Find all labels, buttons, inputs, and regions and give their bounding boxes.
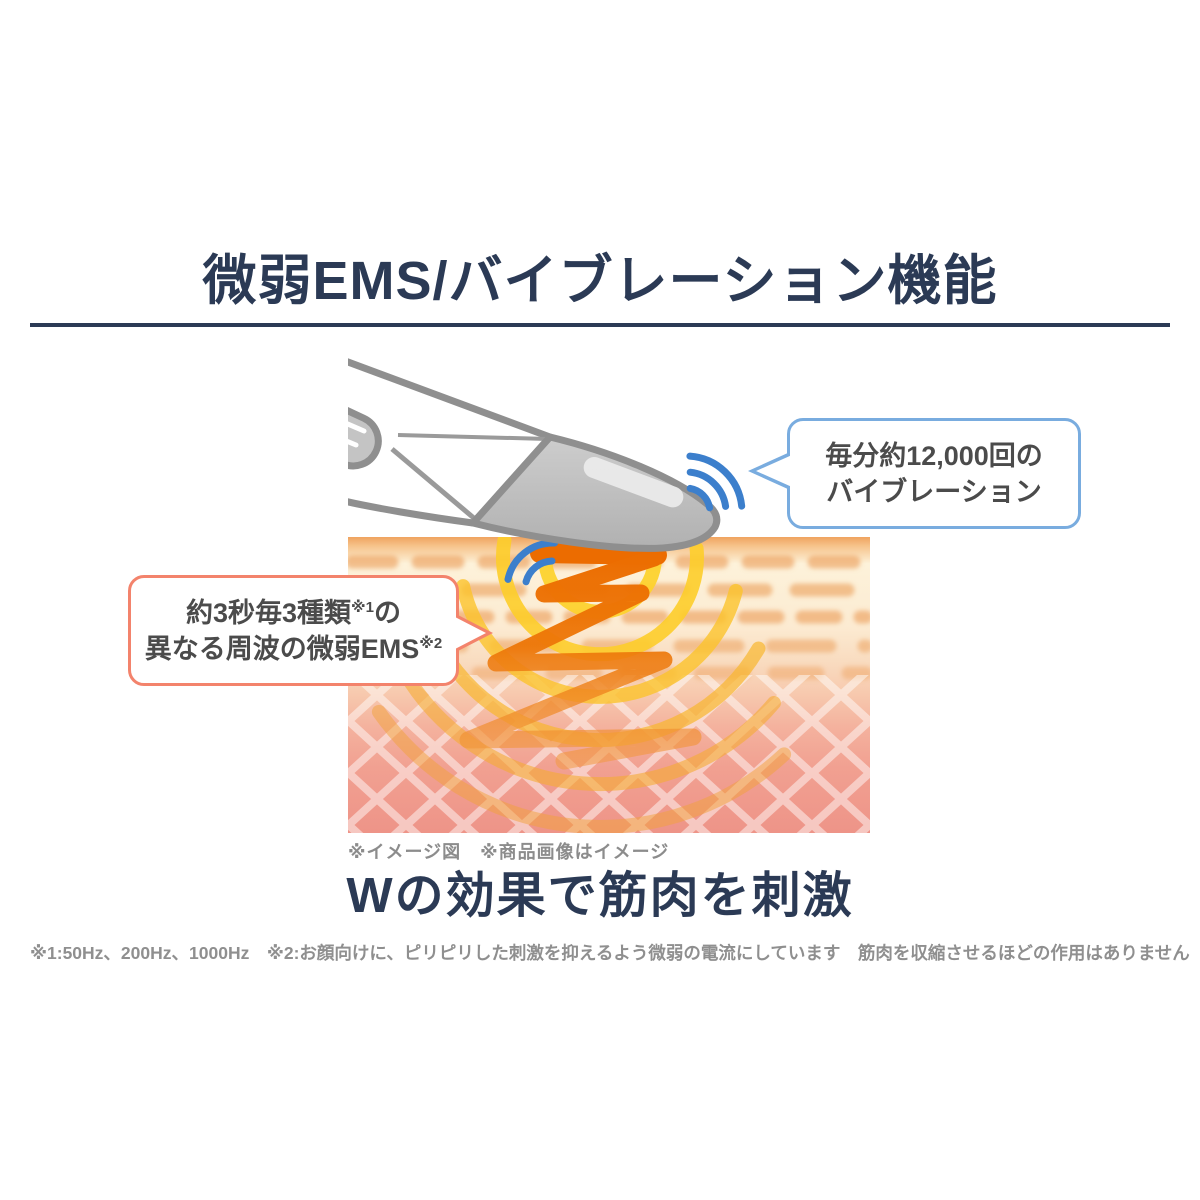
device-head [469,433,721,552]
vibration-bubble: 毎分約12,000回の バイブレーション [748,418,1081,529]
vibration-waves-right-icon [686,452,746,512]
page-title: 微弱EMS/バイブレーション機能 [202,251,998,311]
bubble-tail [455,617,486,649]
device-end-cap [348,399,382,470]
footnote-ref-2: ※2 [419,634,443,652]
end-cap-highlight [348,421,367,448]
footnote-ref-1: ※1 [351,598,374,616]
image-note: ※イメージ図 ※商品画像はイメージ [348,842,670,862]
vibration-bubble-line1: 毎分約12,000回の [825,440,1043,471]
ems-bubble-line1: 約3秒毎3種類※1の [186,597,401,628]
ems-illustration [348,358,870,833]
illustration-stage [348,357,870,835]
ems-bubble: 約3秒毎3種類※1の 異なる周波の微弱EMS※2 [128,575,493,686]
footnotes: ※1:50Hz、200Hz、1000Hz ※2:お顔向けに、ピリピリした刺激を抑… [30,943,1190,963]
ems-zigzag-icon [459,543,702,770]
ems-bubble-line2: 異なる周波の微弱EMS※2 [144,633,443,664]
title-divider [30,323,1170,327]
vibration-bubble-line2: バイブレーション [826,476,1042,507]
device-seam-top [397,433,549,441]
vibration-waves-left-icon [504,539,559,586]
bubble-tail [756,455,792,487]
device-illustration [348,358,721,552]
device-seam [390,447,477,521]
skin-cross-section [348,537,870,833]
device-head-highlight [583,457,684,508]
effect-heading: Wの効果で筋肉を刺激 [346,869,854,923]
